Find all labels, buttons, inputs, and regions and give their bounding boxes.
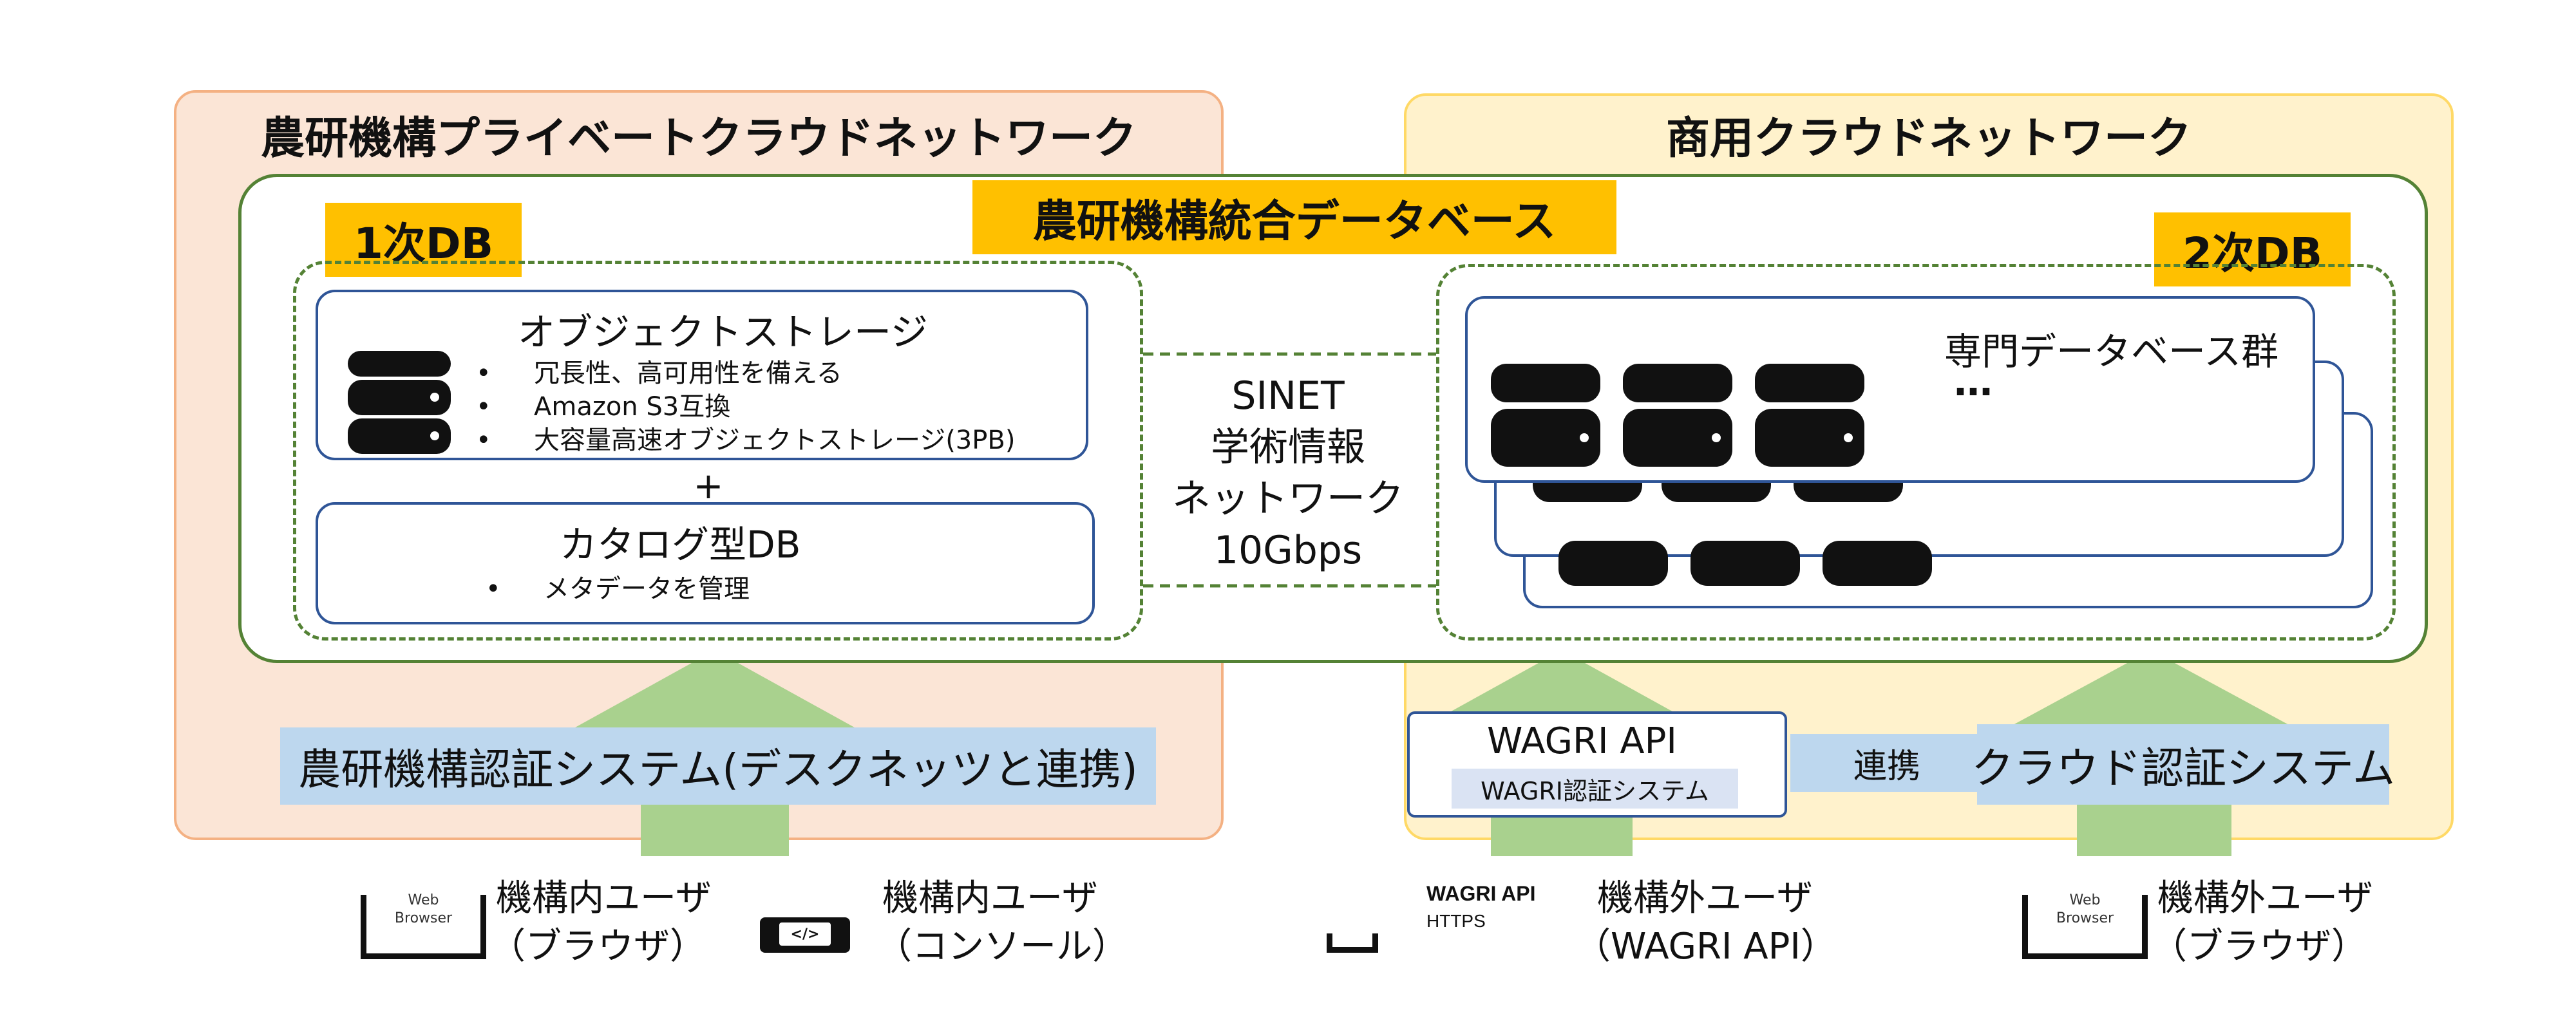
catalog-db-bullets: メタデータを管理 (479, 572, 750, 606)
web-browser-icon: Web Browser (361, 892, 486, 959)
db-stack-front: 専門データベース群 … (1465, 296, 2315, 483)
secondary-db-front-icons (1491, 364, 1864, 467)
object-storage-box: オブジェクトストレージ 冗長性、高可用性を備える Amazon S3互換 大容量… (316, 290, 1088, 460)
integrated-db-title: 農研機構統合データベース (972, 180, 1616, 254)
object-storage-title: オブジェクトストレージ (518, 310, 928, 354)
wagri-api-title: WAGRI API (1487, 720, 1677, 762)
bullet-item: Amazon S3互換 (469, 390, 1015, 424)
db-icon-row-back (1558, 541, 1932, 586)
auth-link-label: 連携 (1790, 734, 1984, 792)
user-name: 機構外ユーザ (2157, 877, 2373, 919)
object-storage-bullets: 冗長性、高可用性を備える Amazon S3互換 大容量高速オブジェクトストレー… (469, 357, 1015, 457)
sinet-line: 学術情報 (1211, 425, 1365, 470)
secondary-db-ellipsis: … (1954, 360, 1993, 405)
secondary-db-area (1436, 264, 2396, 641)
sinet-line: 10Gbps (1213, 528, 1363, 573)
naro-auth-system: 農研機構認証システム(デスクネッツと連携) (280, 727, 1156, 805)
bullet-item: メタデータを管理 (479, 572, 750, 606)
user-name: 機構内ユーザ (496, 877, 712, 919)
primary-db-label: 1次DB (325, 203, 522, 277)
catalog-db-box: カタログ型DB メタデータを管理 (316, 502, 1095, 624)
plus-sign: + (693, 465, 724, 507)
user-via: （コンソール） (876, 926, 1128, 968)
storage-database-icon (348, 351, 451, 454)
wagri-icon-label: WAGRI API (1426, 882, 1536, 905)
bullet-item: 大容量高速オブジェクトストレージ(3PB) (469, 424, 1015, 457)
private-cloud-title: 農研機構プライベートクラウドネットワーク (260, 113, 1137, 164)
cloud-auth-system: クラウド認証システム (1971, 724, 2395, 805)
sinet-network-label: SINET 学術情報 ネットワーク 10Gbps (1166, 370, 1410, 583)
commercial-cloud-title: 商用クラウドネットワーク (1665, 113, 2192, 164)
wagri-auth-system: WAGRI認証システム (1452, 769, 1738, 809)
sinet-line: SINET (1231, 373, 1345, 418)
secondary-db-label: 2次DB (2154, 212, 2351, 286)
wagri-icon-protocol: HTTPS (1426, 911, 1486, 931)
catalog-db-title: カタログ型DB (560, 523, 801, 566)
bullet-item: 冗長性、高可用性を備える (469, 357, 1015, 390)
user-via: （ブラウザ） (2151, 926, 2367, 968)
secondary-db-title: 専門データベース群 (1944, 330, 2279, 373)
sinet-line: ネットワーク (1172, 476, 1404, 521)
console-icon: </> (760, 917, 850, 953)
wagri-api-box: WAGRI API WAGRI認証システム (1407, 711, 1787, 818)
primary-db-area (293, 261, 1143, 641)
user-via: （ブラウザ） (489, 926, 706, 968)
user-name: 機構外ユーザ (1597, 877, 1813, 919)
wagri-api-icon (1327, 933, 1378, 953)
user-via: （WAGRI API） (1575, 926, 1837, 968)
web-browser-icon: Web Browser (2022, 892, 2148, 959)
user-name: 機構内ユーザ (882, 877, 1098, 919)
